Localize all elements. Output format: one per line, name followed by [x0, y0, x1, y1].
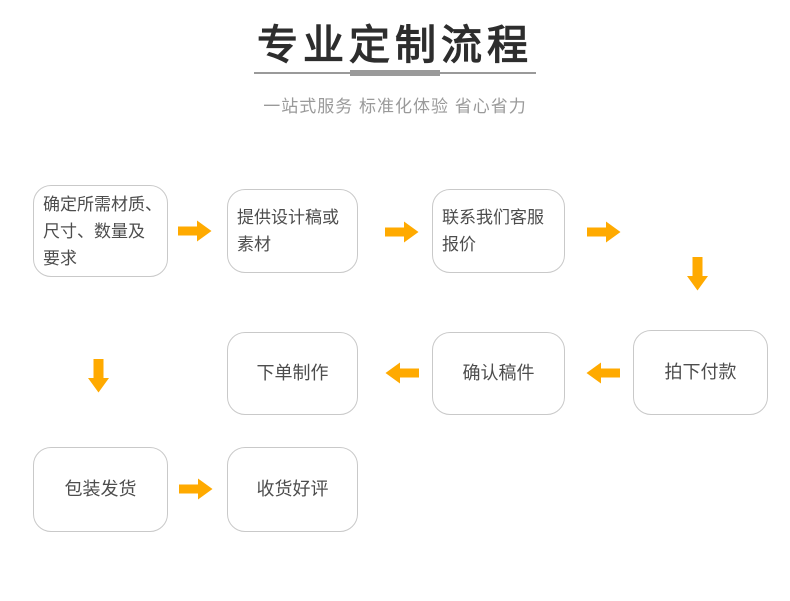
- arrow-right-icon: [587, 221, 621, 243]
- arrow-right-icon: [178, 220, 212, 242]
- arrow-right-icon: [179, 478, 213, 500]
- flow-step-label: 提供设计稿或 素材: [237, 208, 339, 254]
- flow-step-label: 收货好评: [256, 479, 329, 499]
- title-divider-accent: [350, 70, 440, 76]
- flow-step-label: 确定所需材质、 尺寸、数量及 要求: [43, 194, 162, 268]
- flow-step-review: 收货好评: [227, 447, 358, 532]
- title-divider: [254, 70, 536, 76]
- flow-step-confirm-draft: 确认稿件: [432, 332, 565, 415]
- flow-step-label: 联系我们客服 报价: [442, 208, 544, 254]
- arrow-down-icon: [88, 359, 109, 393]
- flow-step-label: 拍下付款: [664, 362, 737, 382]
- flow-step-requirements: 确定所需材质、 尺寸、数量及 要求: [33, 185, 168, 277]
- flow-step-shipping: 包装发货: [33, 447, 168, 532]
- flow-step-production: 下单制作: [227, 332, 358, 415]
- flow-step-design: 提供设计稿或 素材: [227, 189, 358, 273]
- arrow-left-icon: [385, 362, 419, 384]
- flow-step-label: 下单制作: [256, 363, 329, 383]
- flow-step-label: 确认稿件: [462, 363, 535, 383]
- flow-step-contact-quote: 联系我们客服 报价: [432, 189, 565, 273]
- arrow-right-icon: [385, 221, 419, 243]
- flow-step-payment: 拍下付款: [633, 330, 768, 415]
- flow-step-label: 包装发货: [64, 479, 137, 499]
- arrow-down-icon: [687, 257, 708, 291]
- page-subtitle: 一站式服务 标准化体验 省心省力: [263, 97, 527, 116]
- page-title: 专业定制流程: [257, 22, 533, 68]
- arrow-left-icon: [586, 362, 620, 384]
